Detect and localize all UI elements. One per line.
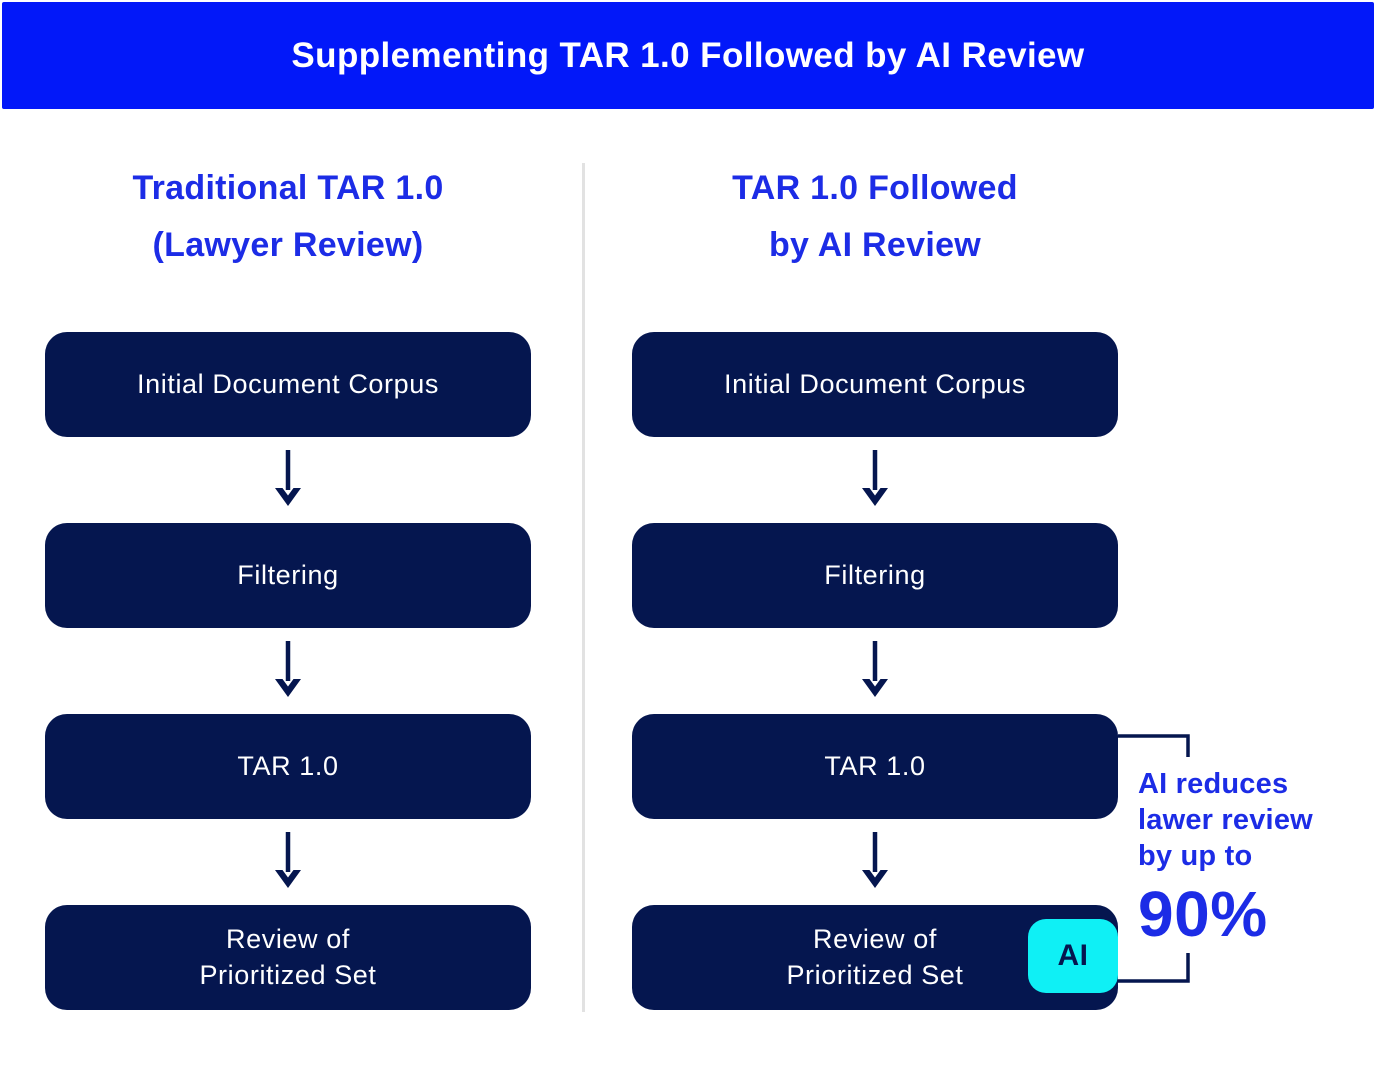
down-arrow-icon: [862, 641, 888, 697]
annotation-text: AI reduces lawer review by up to: [1138, 768, 1313, 872]
left-column-title: Traditional TAR 1.0 (Lawyer Review): [132, 169, 444, 265]
annotation-stat: 90%: [1138, 878, 1268, 950]
flow-box-tar10-right: TAR 1.0: [632, 714, 1118, 819]
flow-box-filtering-right: Filtering: [632, 523, 1118, 628]
down-arrow-icon: [275, 641, 301, 697]
down-arrow-icon: [862, 450, 888, 506]
diagram-title: Supplementing TAR 1.0 Followed by AI Rev…: [291, 35, 1085, 75]
column-divider: [582, 163, 585, 1012]
annotation: AI reduces lawer review by up to 90%: [1138, 766, 1373, 946]
down-arrow-icon: [275, 450, 301, 506]
bracket-connector: [1118, 734, 1190, 983]
flow-box-initial-corpus-right: Initial Document Corpus: [632, 332, 1118, 437]
flow-box-tar10-left: TAR 1.0: [45, 714, 531, 819]
right-column-title: TAR 1.0 Followed by AI Review: [732, 169, 1018, 265]
down-arrow-icon: [862, 832, 888, 888]
down-arrow-icon: [275, 832, 301, 888]
flow-box-review-left: Review of Prioritized Set: [45, 905, 531, 1010]
flow-box-initial-corpus-left: Initial Document Corpus: [45, 332, 531, 437]
flow-box-filtering-left: Filtering: [45, 523, 531, 628]
ai-badge: AI: [1028, 919, 1118, 993]
title-banner: Supplementing TAR 1.0 Followed by AI Rev…: [2, 2, 1374, 109]
